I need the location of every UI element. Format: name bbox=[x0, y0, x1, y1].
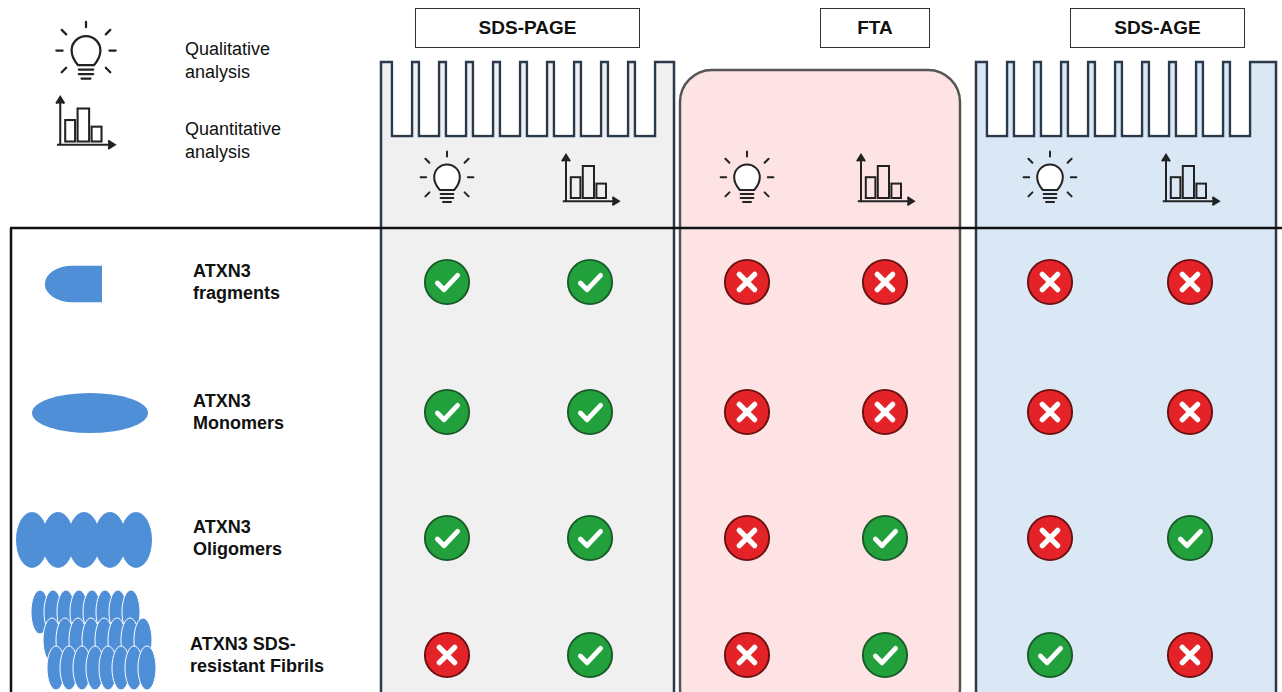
check-mark bbox=[568, 390, 612, 434]
check-mark bbox=[425, 516, 469, 560]
method-name: FTA bbox=[857, 17, 893, 39]
cross-mark bbox=[1028, 516, 1072, 560]
check-mark bbox=[863, 633, 907, 677]
gel-well bbox=[583, 60, 600, 135]
cross-mark bbox=[1168, 633, 1212, 677]
method-header-box: SDS-PAGE bbox=[415, 8, 640, 48]
cross-mark bbox=[1168, 390, 1212, 434]
gel-well bbox=[1070, 60, 1087, 135]
check-mark bbox=[568, 633, 612, 677]
qualitative-icon bbox=[1024, 152, 1077, 202]
gel-panel bbox=[976, 62, 1276, 692]
check-mark bbox=[568, 516, 612, 560]
cross-mark bbox=[1168, 260, 1212, 304]
qualitative-icon bbox=[721, 152, 774, 202]
gel-well bbox=[502, 60, 519, 135]
gel-well bbox=[1016, 60, 1033, 135]
fibril-unit bbox=[138, 646, 156, 690]
row-label: ATXN3 Oligomers bbox=[193, 516, 333, 561]
check-mark bbox=[425, 260, 469, 304]
row-label: ATXN3 SDS-resistant Fibrils bbox=[190, 633, 365, 678]
gel-well bbox=[556, 60, 573, 135]
cross-mark bbox=[1028, 260, 1072, 304]
cross-mark bbox=[725, 516, 769, 560]
cross-mark bbox=[725, 260, 769, 304]
row-label: ATXN3 fragments bbox=[193, 260, 333, 305]
gel-well bbox=[1232, 60, 1249, 135]
oligomer-unit bbox=[120, 512, 152, 568]
fragment-shape bbox=[45, 266, 102, 303]
gel-well bbox=[448, 60, 465, 135]
gel-well bbox=[1043, 60, 1060, 135]
gel-well bbox=[637, 60, 654, 135]
gel-well bbox=[989, 60, 1006, 135]
legend-label: Quantitative analysis bbox=[185, 118, 335, 163]
gel-well bbox=[421, 60, 438, 135]
row-label: ATXN3 Monomers bbox=[193, 390, 333, 435]
gel-well bbox=[1178, 60, 1195, 135]
gel-well bbox=[1124, 60, 1141, 135]
cross-mark bbox=[725, 633, 769, 677]
method-header-box: SDS-AGE bbox=[1070, 8, 1245, 48]
cross-mark bbox=[863, 260, 907, 304]
quantitative-icon bbox=[1162, 155, 1219, 205]
gel-well bbox=[610, 60, 627, 135]
gel-well bbox=[394, 60, 411, 135]
gel-well bbox=[1151, 60, 1168, 135]
check-mark bbox=[425, 390, 469, 434]
fta-panel bbox=[680, 70, 960, 692]
method-name: SDS-PAGE bbox=[479, 17, 577, 39]
gel-well bbox=[1205, 60, 1222, 135]
check-mark bbox=[1028, 633, 1072, 677]
quantitative-icon bbox=[857, 155, 914, 205]
quantitative-icon bbox=[562, 155, 619, 205]
cross-mark bbox=[425, 633, 469, 677]
check-mark bbox=[1168, 516, 1212, 560]
monomer-shape bbox=[32, 393, 148, 433]
method-header-box: FTA bbox=[820, 8, 930, 48]
cross-mark bbox=[725, 390, 769, 434]
legend-label: Qualitative analysis bbox=[185, 38, 335, 83]
qualitative-icon bbox=[421, 152, 474, 202]
gel-well bbox=[529, 60, 546, 135]
method-name: SDS-AGE bbox=[1114, 17, 1201, 39]
check-mark bbox=[863, 516, 907, 560]
gel-well bbox=[1097, 60, 1114, 135]
cross-mark bbox=[863, 390, 907, 434]
gel-panel bbox=[381, 62, 674, 692]
cross-mark bbox=[1028, 390, 1072, 434]
check-mark bbox=[568, 260, 612, 304]
gel-well bbox=[475, 60, 492, 135]
